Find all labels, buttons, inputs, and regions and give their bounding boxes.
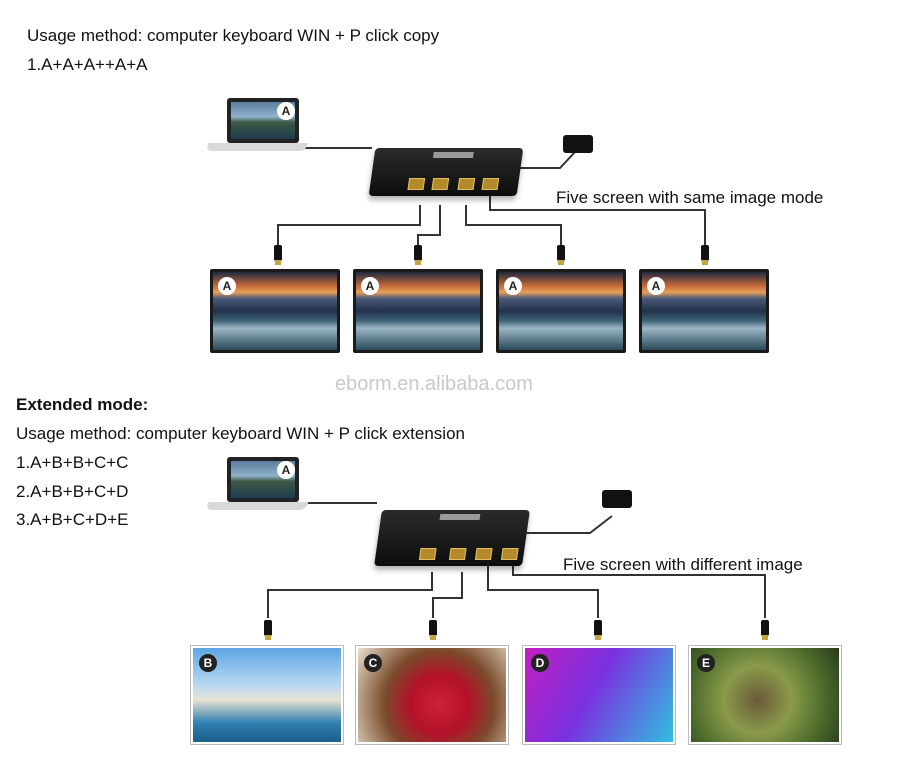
source-badge-top: A bbox=[277, 102, 295, 120]
monitor-copy-4: A bbox=[639, 269, 769, 353]
power-adapter-top bbox=[563, 135, 593, 153]
output-cable-2-bottom bbox=[432, 572, 463, 618]
hdmi-plug bbox=[557, 245, 565, 265]
hdmi-plug bbox=[701, 245, 709, 265]
screen-B-coastal-town: B bbox=[190, 645, 344, 745]
screen-badge: A bbox=[647, 277, 665, 295]
output-cable-3-bottom bbox=[487, 560, 599, 618]
output-cable-4-top bbox=[489, 195, 706, 245]
hdmi-plug bbox=[274, 245, 282, 265]
copy-caption: Five screen with same image mode bbox=[556, 188, 824, 207]
output-cable-2-top bbox=[417, 205, 441, 245]
screen-badge: E bbox=[697, 654, 715, 672]
laptop-source-top: A bbox=[205, 98, 317, 154]
extended-caption: Five screen with different image bbox=[563, 555, 803, 574]
screen-badge: A bbox=[504, 277, 522, 295]
extended-mode-2: 2.A+B+B+C+D bbox=[16, 482, 129, 501]
monitor-copy-2: A bbox=[353, 269, 483, 353]
extended-mode-3: 3.A+B+C+D+E bbox=[16, 510, 129, 529]
screen-badge: C bbox=[364, 654, 382, 672]
hdmi-splitter-bottom bbox=[374, 510, 530, 566]
hdmi-plug bbox=[429, 620, 437, 640]
screen-badge: B bbox=[199, 654, 217, 672]
hdmi-plug bbox=[414, 245, 422, 265]
hdmi-plug bbox=[761, 620, 769, 640]
extended-usage-text: Usage method: computer keyboard WIN + P … bbox=[16, 424, 465, 443]
screen-E-lemur: E bbox=[688, 645, 842, 745]
screen-C-berries: C bbox=[355, 645, 509, 745]
output-cable-1-top bbox=[277, 205, 421, 245]
screen-badge: A bbox=[361, 277, 379, 295]
monitor-copy-1: A bbox=[210, 269, 340, 353]
output-cable-1-bottom bbox=[267, 572, 433, 618]
monitor-copy-3: A bbox=[496, 269, 626, 353]
screen-badge: D bbox=[531, 654, 549, 672]
watermark: eborm.en.alibaba.com bbox=[335, 373, 533, 395]
screen-D-game-controller: D bbox=[522, 645, 676, 745]
copy-mode-line: 1.A+A+A++A+A bbox=[27, 55, 148, 74]
laptop-source-bottom: A bbox=[205, 457, 317, 513]
output-cable-4-bottom bbox=[512, 553, 766, 618]
power-cable-top bbox=[518, 151, 576, 169]
hdmi-splitter-top bbox=[368, 148, 524, 196]
extended-heading: Extended mode: bbox=[16, 395, 149, 414]
hdmi-plug bbox=[594, 620, 602, 640]
power-adapter-bottom bbox=[602, 490, 632, 508]
hdmi-plug bbox=[264, 620, 272, 640]
power-cable-bottom bbox=[525, 515, 613, 534]
source-badge-bottom: A bbox=[277, 461, 295, 479]
screen-badge: A bbox=[218, 277, 236, 295]
extended-mode-1: 1.A+B+B+C+C bbox=[16, 453, 129, 472]
copy-usage-text: Usage method: computer keyboard WIN + P … bbox=[27, 26, 440, 45]
output-cable-3-top bbox=[465, 205, 562, 245]
